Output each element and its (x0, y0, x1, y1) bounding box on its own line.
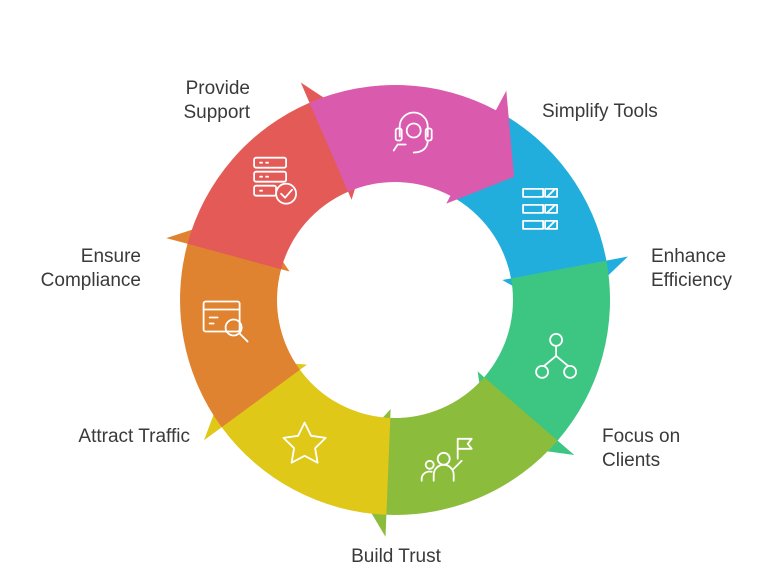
label-focus-on-clients: Focus on Clients (602, 426, 681, 471)
search-window-icon (202, 300, 249, 343)
label-ensure-compliance: Ensure Compliance (40, 246, 141, 291)
list-icon (522, 187, 558, 230)
label-build-trust: Build Trust (351, 546, 441, 567)
label-enhance-efficiency: Enhance Efficiency (651, 246, 732, 291)
hierarchy-icon (535, 332, 577, 379)
presenter-icon (420, 437, 473, 482)
server-check-icon (253, 156, 298, 205)
label-simplify-tools: Simplify Tools (542, 101, 658, 122)
star-icon (282, 421, 327, 464)
segment-provide-support (309, 85, 514, 204)
label-provide-support: Provide Support (183, 78, 250, 123)
label-attract-traffic: Attract Traffic (78, 426, 190, 447)
headset-icon (392, 111, 433, 154)
